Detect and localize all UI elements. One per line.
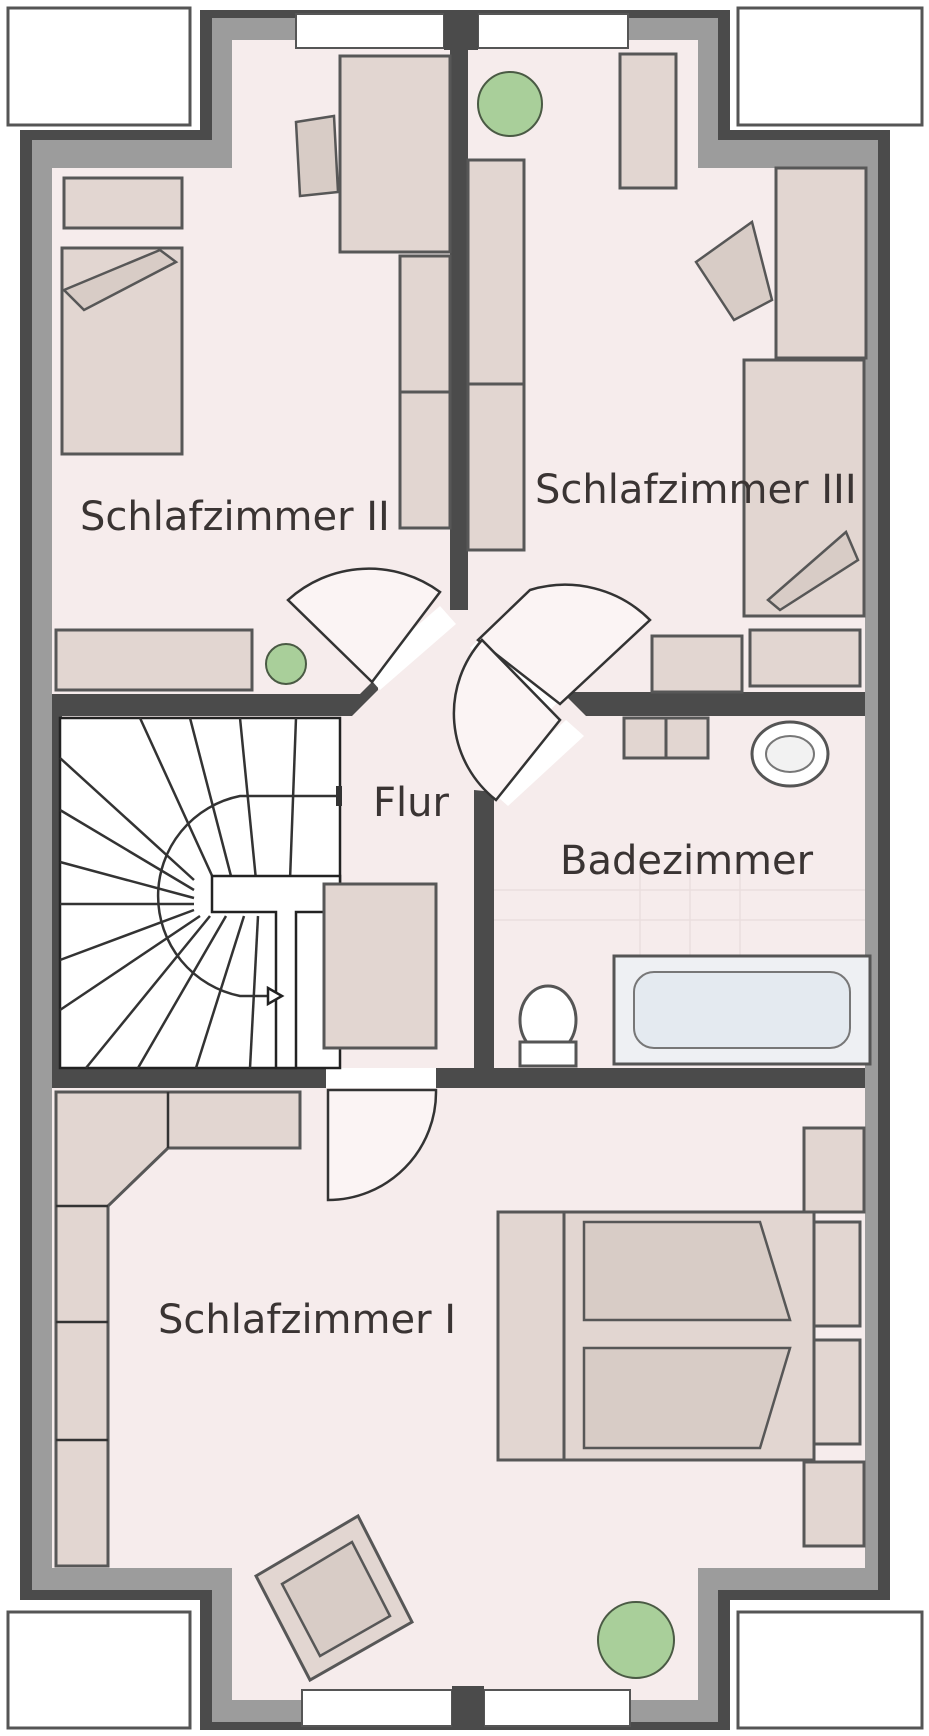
wall-corridor-bedroom1 bbox=[436, 1068, 865, 1088]
door-opening-bedroom1 bbox=[326, 1068, 436, 1088]
wall-bedroom3-bath bbox=[566, 692, 865, 716]
wardrobe-bedroom3-lower bbox=[466, 382, 526, 552]
bed-headboard-bedroom1 bbox=[496, 1210, 566, 1462]
washbasin-bowl bbox=[765, 735, 815, 773]
stair-treads bbox=[59, 717, 298, 1069]
room-label-badezimmer: Badezimmer bbox=[560, 838, 814, 884]
wall-between-bedrooms bbox=[450, 40, 468, 610]
toilet-tank bbox=[518, 1040, 578, 1068]
dresser-bedroom1-top bbox=[802, 1126, 866, 1214]
wardrobe-bedroom3-upper bbox=[466, 158, 526, 386]
exterior-outline bbox=[6, 6, 924, 1730]
plant-bedroom2 bbox=[265, 643, 307, 685]
room-label-flur: Flur bbox=[373, 780, 449, 826]
door-swing-bath[interactable] bbox=[452, 638, 562, 802]
room-label-schlafzimmer-1: Schlafzimmer I bbox=[158, 1297, 456, 1343]
nightstand-bedroom1-top bbox=[812, 1220, 862, 1328]
room-label-schlafzimmer-2: Schlafzimmer II bbox=[80, 494, 390, 540]
nightstand-bedroom1-bottom bbox=[812, 1338, 862, 1446]
bed-blanket-top-bedroom1 bbox=[582, 1220, 792, 1322]
desk-bedroom2 bbox=[338, 54, 452, 254]
bench-bedroom3 bbox=[748, 628, 862, 688]
desk-chair-bedroom2 bbox=[294, 114, 340, 198]
bath-cabinet-right bbox=[664, 716, 710, 760]
wardrobe-corner-bedroom1 bbox=[54, 1090, 302, 1568]
sideboard-bedroom2 bbox=[54, 628, 254, 692]
window-bottom-left bbox=[301, 1689, 453, 1727]
plant-bedroom1 bbox=[597, 1601, 675, 1679]
shelf-bedroom2 bbox=[62, 176, 184, 230]
plant-bedroom3 bbox=[477, 71, 543, 137]
dresser-bedroom1-bottom bbox=[802, 1460, 866, 1548]
door-swing-bedroom2[interactable] bbox=[286, 567, 442, 684]
window-bottom-right bbox=[483, 1689, 631, 1727]
window-bottom-mullion bbox=[452, 1686, 484, 1730]
door-swing-bedroom1[interactable] bbox=[326, 1088, 438, 1202]
corridor-cabinet bbox=[322, 882, 438, 1050]
wall-stair-bedroom1 bbox=[52, 1068, 326, 1088]
wall-stair-right bbox=[52, 716, 62, 1068]
desk-bedroom3 bbox=[774, 166, 868, 360]
bathtub-inner bbox=[633, 971, 851, 1049]
wardrobe-bedroom2-upper bbox=[398, 254, 452, 394]
nightstand-bedroom3 bbox=[650, 634, 744, 694]
stair-rail-start bbox=[336, 786, 342, 806]
window-top-right bbox=[477, 13, 629, 49]
bed-blanket-fold-bedroom2 bbox=[61, 248, 179, 312]
wardrobe-bedroom2-lower bbox=[398, 390, 452, 530]
door-opening-bedroom2 bbox=[364, 606, 456, 690]
bath-tiles bbox=[494, 860, 865, 960]
wall-bedroom2-corridor bbox=[52, 676, 378, 716]
bed-blanket-bottom-bedroom1 bbox=[582, 1346, 792, 1450]
armchair-seat-bedroom1 bbox=[280, 1540, 392, 1658]
bath-cabinet-left bbox=[622, 716, 668, 760]
door-swing-bedroom3[interactable] bbox=[476, 583, 652, 706]
stair-walkline bbox=[156, 794, 338, 998]
window-top-left bbox=[295, 13, 445, 49]
stair-arrow-icon bbox=[266, 985, 285, 1007]
door-opening-bath bbox=[490, 720, 584, 806]
wall-corridor-bath bbox=[474, 790, 494, 1068]
desk-chair-bedroom3 bbox=[694, 219, 774, 322]
shelf-bedroom3-top bbox=[618, 52, 678, 190]
room-label-schlafzimmer-3: Schlafzimmer III bbox=[535, 467, 857, 513]
bed-blanket-fold-bedroom3 bbox=[766, 529, 860, 612]
